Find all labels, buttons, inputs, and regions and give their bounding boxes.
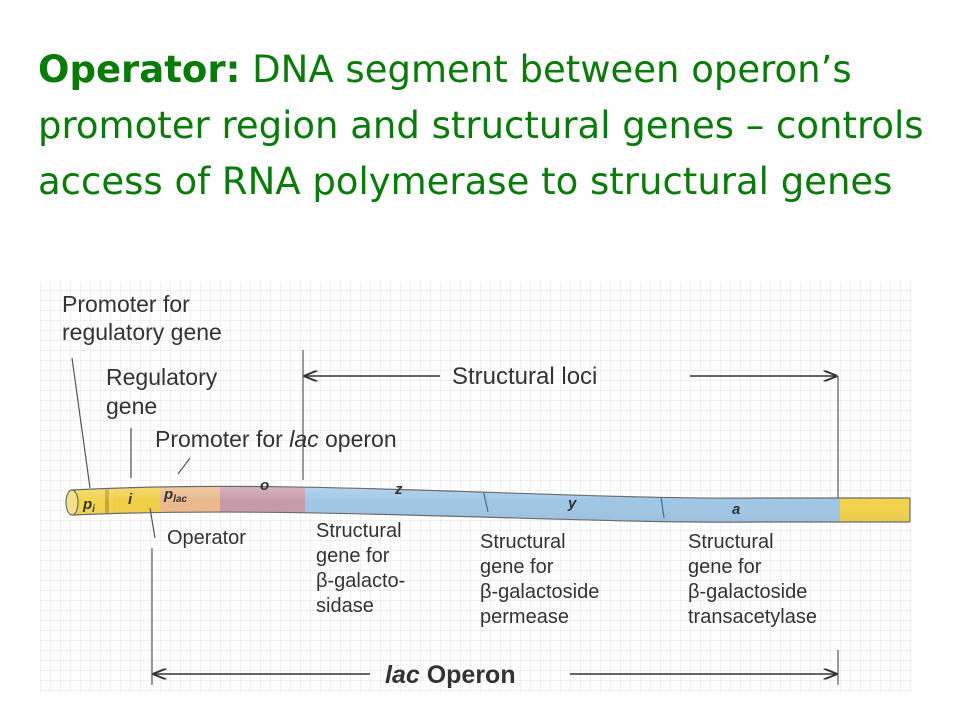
segment-label-i: i [128,491,133,508]
label-regulatory-gene-line1: Regulatory [106,364,218,390]
label-promoter-lac: Promoter for lac operon [155,426,397,452]
gene-z-desc-line: Structural [316,520,402,542]
gene-z-description: Structural gene for β-galacto- sidase [316,520,405,617]
gene-y-desc-line: gene for [480,556,554,578]
tube-outline-top [71,485,910,499]
segment-label-a: a [732,501,740,518]
title-text: DNA segment between operon’s promoter re… [38,48,924,203]
gene-a-desc-line: β-galactoside [688,581,807,603]
gene-a-desc-line: gene for [688,556,762,578]
slide-title: Operator: DNA segment between operon’s p… [38,42,938,210]
segment-label-z: z [394,481,403,498]
label-promoter-regulatory-line1: Promoter for [62,291,190,317]
title-lead: Operator: [38,48,241,91]
tube-end-cap [65,489,79,516]
label-lac-operon: lac Operon [385,661,516,689]
gene-z-desc-line: sidase [316,595,374,617]
gene-y-desc-line: permease [480,606,569,628]
label-promoter-regulatory-line2: regulatory gene [62,319,222,345]
label-regulatory-gene-line2: gene [106,393,157,419]
gene-a-desc-line: transacetylase [688,606,817,628]
gene-y-description: Structural gene for β-galactoside permea… [480,531,599,628]
label-operator: Operator [167,527,246,549]
gene-z-desc-line: β-galacto- [316,570,405,592]
segment-label-pi: pi [82,496,95,515]
gene-a-desc-line: Structural [688,531,774,553]
segment-label-o: o [260,477,269,494]
gene-z-desc-line: gene for [316,545,390,567]
segment-label-y: y [567,495,577,512]
label-structural-loci: Structural loci [452,363,597,390]
segment-label-plac: plac [163,486,188,505]
leader-line-promoter-regulatory [71,357,91,489]
gene-a-description: Structural gene for β-galactoside transa… [688,531,817,628]
leader-line-promoter-lac [177,457,191,475]
gene-y-desc-line: Structural [480,531,566,553]
leader-line-operator [149,507,156,539]
tube-outline-bottom [71,511,910,523]
gene-y-desc-line: β-galactoside [480,581,599,603]
